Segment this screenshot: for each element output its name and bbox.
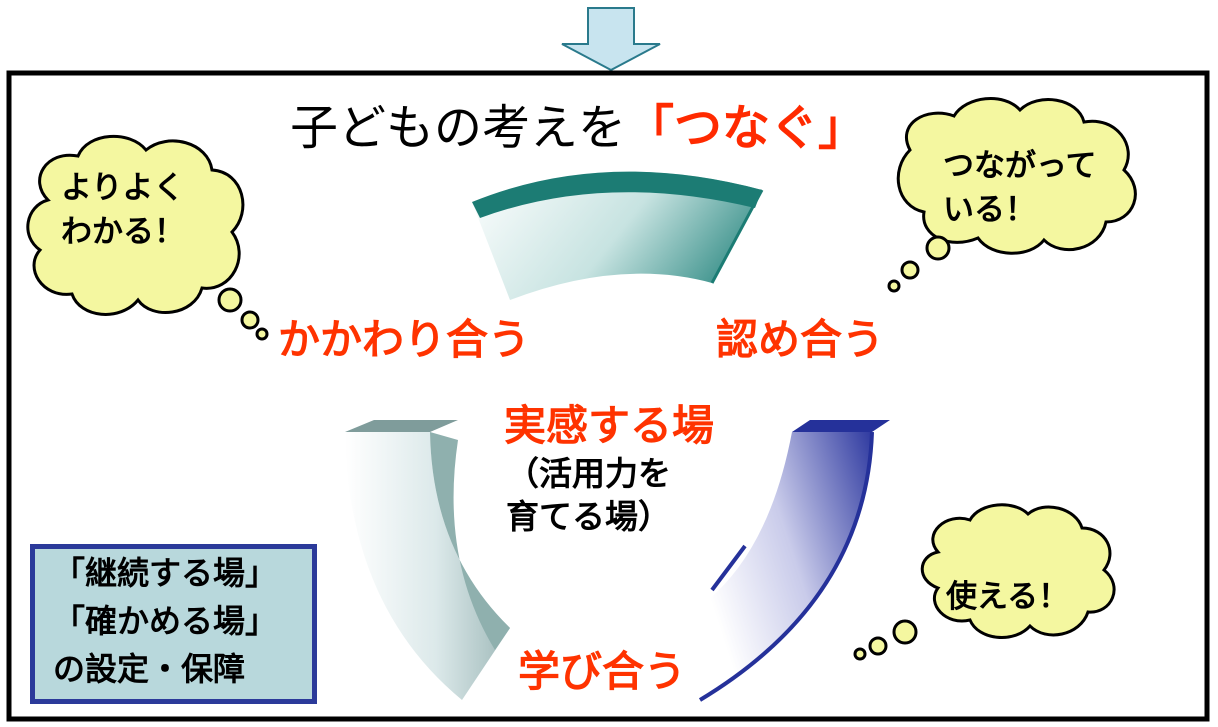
thought-cloud-left [26,135,269,341]
center-subtitle-line1: （活用力を [506,454,671,493]
cloud-left-text: よりよく わかる！ [61,166,185,254]
note-line2: 「確かめる場」 [53,602,278,640]
cloud-bottom-line1: 使える！ [946,579,1070,615]
cloud-left-line1: よりよく [61,170,185,206]
down-arrow [561,7,661,72]
center-title: 実感する場 [504,401,715,450]
cycle-segment-top [472,171,764,300]
cloud-right-line2: いる！ [943,192,1036,228]
cycle-segment-right [698,420,890,702]
thought-cloud-right [887,97,1137,293]
label-mitome: 認め合う [716,315,885,364]
cloud-left-line2: わかる！ [61,214,185,250]
note-line3: の設定・保障 [53,650,246,688]
cloud-right-line1: つながって [943,148,1097,184]
title-highlight: 「つなぐ」 [626,100,867,156]
cloud-bottom-text: 使える！ [946,575,1069,619]
label-manabi: 学び合う [518,647,687,696]
thought-cloud-bottom [853,503,1116,661]
center-subtitle-line2: 育てる場） [506,497,671,536]
note-line1: 「継続する場」 [53,554,278,592]
cycle-segment-left [345,420,510,700]
note-box: 「継続する場」 「確かめる場」 の設定・保障 [30,544,317,704]
diagram-title: 子どもの考えを「つなぐ」 [290,88,866,158]
center-subtitle: （活用力を 育てる場） [506,452,671,538]
label-kakawari: かかわり合う [278,315,531,364]
title-prefix: 子どもの考えを [290,100,627,156]
cloud-right-text: つながって いる！ [943,144,1096,232]
